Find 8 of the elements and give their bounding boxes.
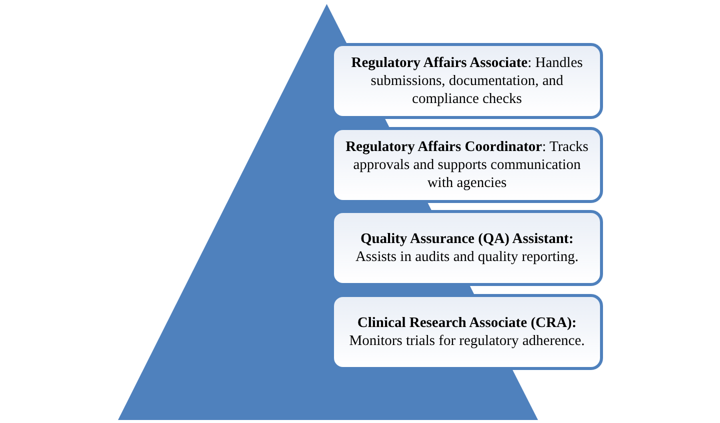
role-card [331,127,603,203]
role-description: Clinical Research Associate (CRA): Monitors trials for regulatory adherence. [348,314,586,350]
role-card [331,294,603,370]
role-card [331,43,603,119]
role-description: Regulatory Affairs Coordinator: Tracks approvals and supports communication with agencies [344,138,590,192]
role-description: Quality Assurance (QA) Assistant: Assists in audits and quality reporting. [354,230,580,266]
role-card [331,210,603,286]
role-description: Regulatory Affairs Associate: Handles submissions, documentation, and compliance checks [350,54,584,108]
